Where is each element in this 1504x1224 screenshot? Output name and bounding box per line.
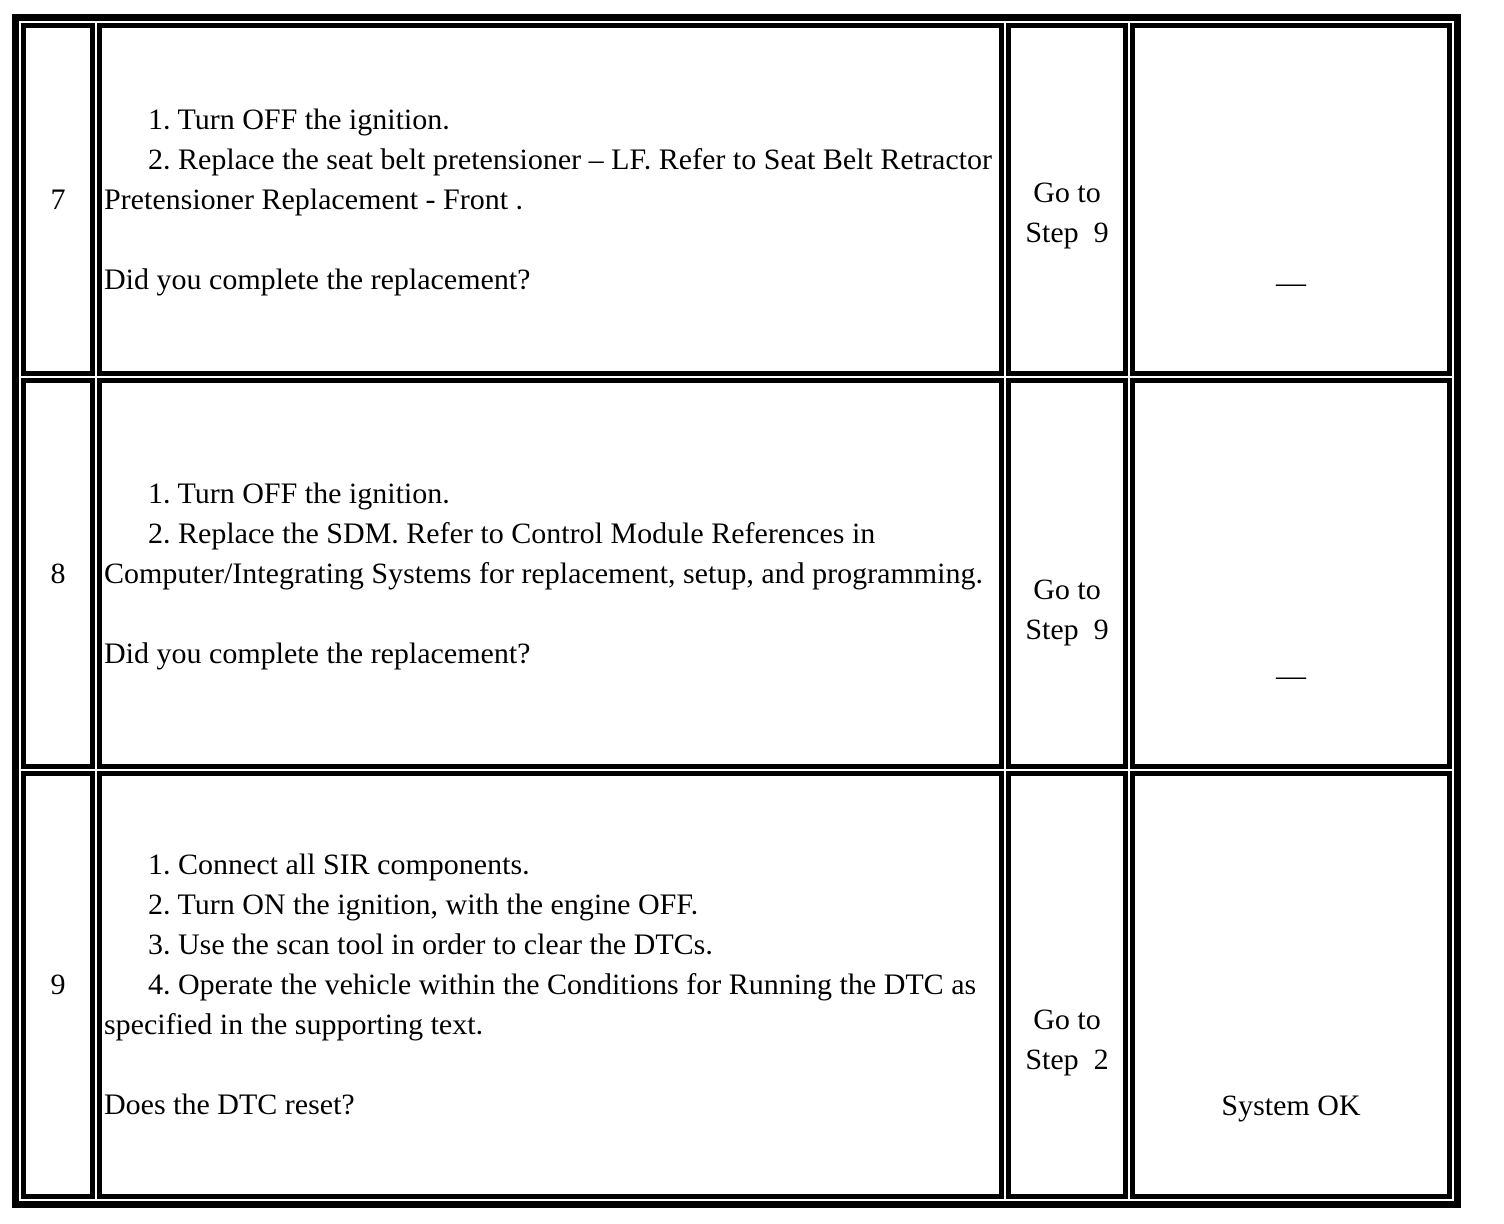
step-cell: 9 (21, 771, 95, 1199)
step-number: 9 (50, 968, 66, 1001)
no-label: — (1276, 658, 1306, 692)
question: Did you complete the replacement? (104, 262, 531, 296)
yes-label: Go to Step 9 (1025, 175, 1109, 249)
yes-cell: Go to Step 2 (1006, 771, 1128, 1199)
yes-cell: Go to Step 9 (1006, 378, 1128, 769)
action-cell: 1. Turn OFF the ignition. 2. Replace the … (97, 378, 1004, 769)
action-item: 2. Replace the seat belt pretensioner – … (104, 142, 992, 216)
action-cell: 1. Connect all SIR components. 2. Turn ON… (97, 771, 1004, 1199)
yes-label: Go to Step 9 (1025, 572, 1109, 646)
action-item: 1. Turn OFF the ignition. (148, 102, 450, 136)
action-item: 1. Connect all SIR components. (148, 848, 530, 881)
yes-cell: Go to Step 9 (1006, 23, 1128, 376)
no-label: System OK (1221, 1089, 1361, 1122)
question: Did you complete the replacement? (104, 636, 531, 670)
step-cell: 7 (21, 23, 95, 376)
action-list: 1. Turn OFF the ignition. 2. Replace the … (104, 474, 996, 594)
action-item: 2. Replace the SDM. Refer to Control Mod… (104, 516, 983, 590)
table-body: 7 1. Turn OFF the ignition. 2. Replace th… (21, 23, 1452, 1199)
action-item: 2. Turn ON the ignition, with the engine… (148, 888, 699, 921)
no-cell: — (1130, 378, 1452, 769)
table-row: 7 1. Turn OFF the ignition. 2. Replace th… (21, 23, 1452, 376)
action-list: 1. Connect all SIR components. 2. Turn ON… (104, 845, 996, 1045)
action-list: 1. Turn OFF the ignition. 2. Replace the … (104, 100, 996, 220)
diagnostic-table: 7 1. Turn OFF the ignition. 2. Replace th… (12, 14, 1461, 1208)
no-label: — (1276, 265, 1306, 299)
no-cell: System OK (1130, 771, 1452, 1199)
action-item: 4. Operate the vehicle within the Condit… (104, 968, 977, 1041)
action-item: 1. Turn OFF the ignition. (148, 476, 450, 510)
no-cell: — (1130, 23, 1452, 376)
step-cell: 8 (21, 378, 95, 769)
question: Does the DTC reset? (104, 1088, 355, 1121)
step-number: 8 (50, 556, 66, 590)
table-row: 8 1. Turn OFF the ignition. 2. Replace th… (21, 378, 1452, 769)
table-row: 9 1. Connect all SIR components. 2. Turn … (21, 771, 1452, 1199)
action-cell: 1. Turn OFF the ignition. 2. Replace the … (97, 23, 1004, 376)
yes-label: Go to Step 2 (1025, 1003, 1109, 1076)
step-number: 7 (50, 182, 66, 216)
action-item: 3. Use the scan tool in order to clear t… (148, 928, 713, 961)
